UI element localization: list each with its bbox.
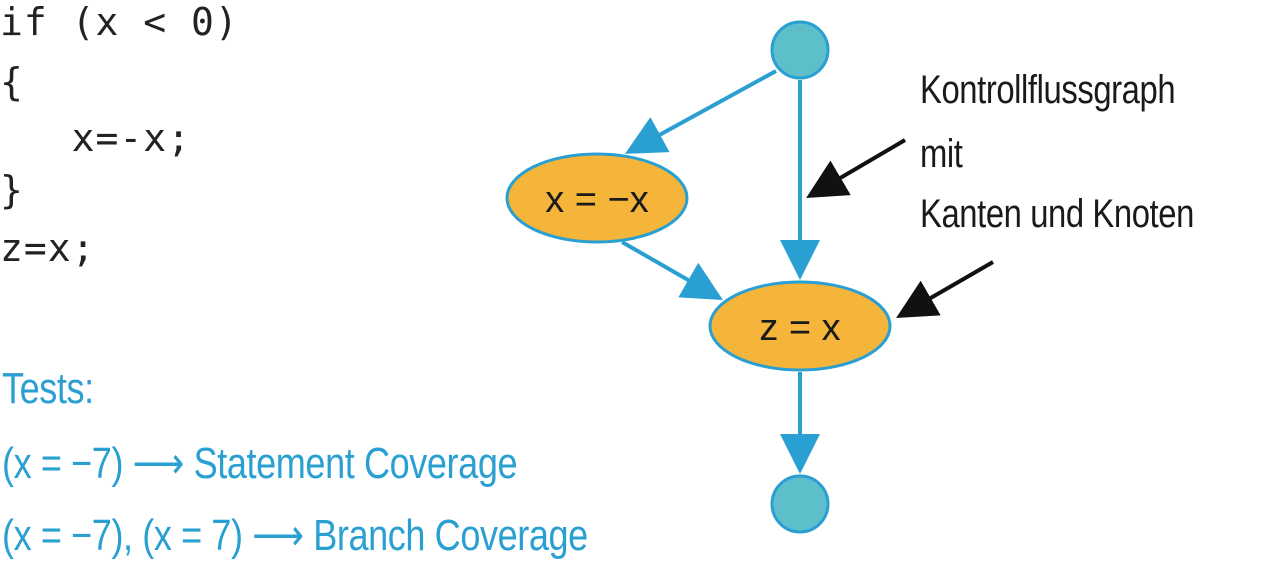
annotation-line-2: mit [920, 132, 963, 176]
code-line-close-brace: } [0, 168, 24, 212]
code-line-open-brace: { [0, 60, 24, 104]
code-line-negate: x=-x; [0, 116, 192, 160]
annotation-line-3: Kanten und Knoten [920, 192, 1194, 236]
start-node [770, 20, 830, 80]
edge-negate-to-assign [621, 240, 723, 300]
annotation-arrow-node [896, 260, 995, 319]
assign-node [708, 280, 892, 372]
edge-start-to-negate [624, 69, 777, 154]
negate-node-label: x = −x [545, 179, 649, 221]
annotation-line-1: Kontrollflussgraph [920, 68, 1176, 112]
code-line-if: if (x < 0) [0, 0, 239, 44]
negate-node [505, 152, 689, 244]
annotation-arrow-edge [806, 138, 907, 199]
code-line-assign: z=x; [0, 226, 96, 270]
test-branch-coverage: (x = −7), (x = 7) ⟶ Branch Coverage [2, 511, 588, 560]
tests-heading: Tests: [2, 364, 94, 413]
assign-node-label: z = x [759, 307, 840, 349]
end-node [770, 474, 830, 534]
test-statement-coverage: (x = −7) ⟶ Statement Coverage [2, 439, 518, 488]
